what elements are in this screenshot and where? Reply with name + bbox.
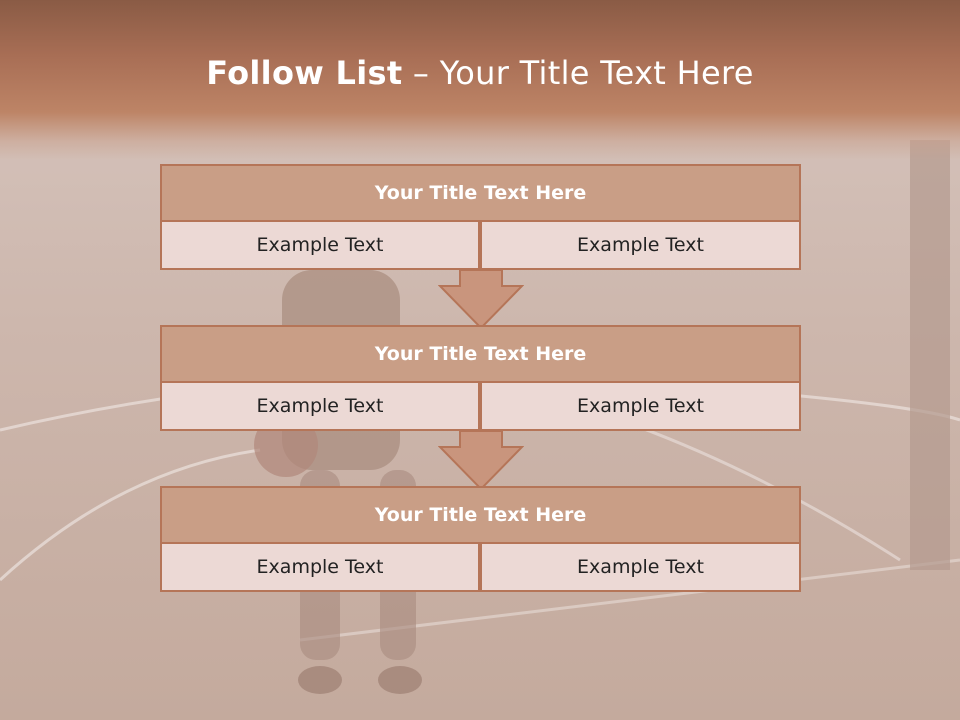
slide-title-bold: Follow List	[206, 54, 403, 92]
block-left-cell: Example Text	[160, 381, 480, 431]
block-title: Your Title Text Here	[160, 486, 801, 544]
block-title: Your Title Text Here	[160, 164, 801, 222]
block-left-cell: Example Text	[160, 220, 480, 270]
block-right-cell: Example Text	[480, 220, 801, 270]
down-arrow-icon	[438, 431, 524, 491]
block-right-cell: Example Text	[480, 381, 801, 431]
block-left-cell: Example Text	[160, 542, 480, 592]
down-arrow-icon	[438, 270, 524, 330]
slide-title-rest: – Your Title Text Here	[402, 54, 754, 92]
block-right-cell: Example Text	[480, 542, 801, 592]
block-title: Your Title Text Here	[160, 325, 801, 383]
slide-title: Follow List – Your Title Text Here	[0, 54, 960, 92]
header-band	[0, 0, 960, 160]
